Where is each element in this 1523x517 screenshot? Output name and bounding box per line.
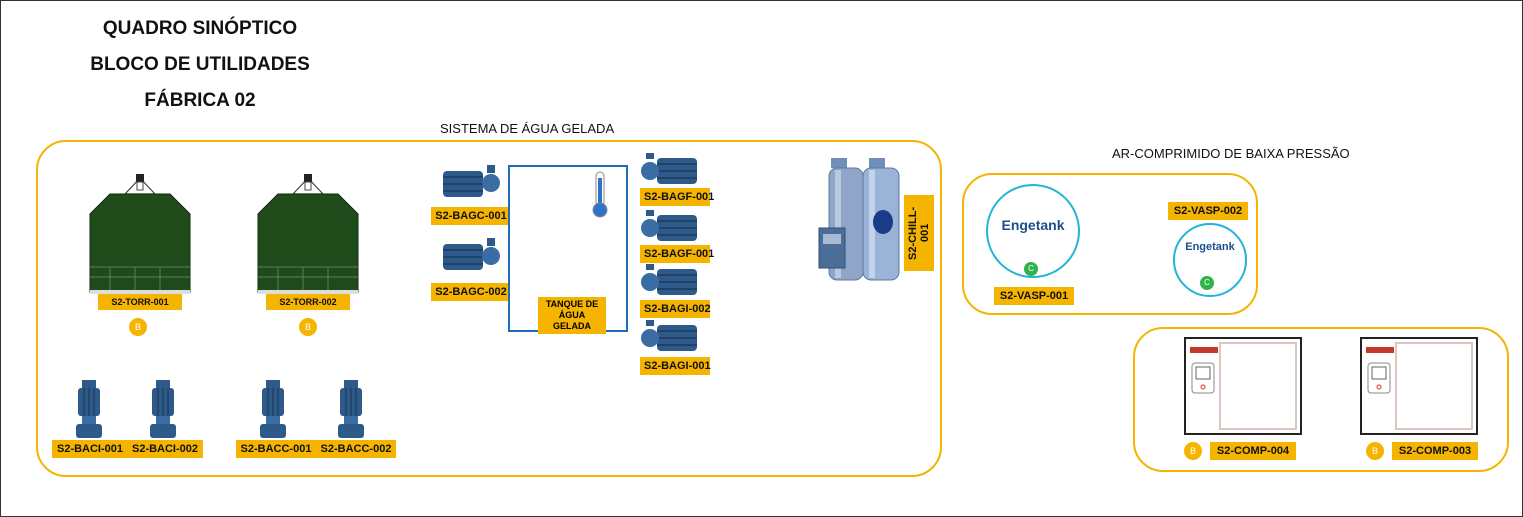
horizontal-pump-icon[interactable]: [641, 264, 699, 300]
pump-tag[interactable]: S2-BAGI-001: [640, 357, 711, 375]
pump-tag[interactable]: S2-BAGF-001: [640, 245, 714, 263]
title-line-2: BLOCO DE UTILIDADES: [90, 54, 310, 75]
air-vessels-group: [962, 173, 1258, 315]
compressor-tag[interactable]: S2-COMP-003: [1392, 442, 1478, 460]
tower-badge: B: [129, 318, 147, 336]
thermometer-icon: [592, 171, 608, 218]
air-vessel[interactable]: Engetank: [1173, 223, 1247, 297]
vessel-tag[interactable]: S2-VASP-001: [994, 287, 1074, 305]
tank-label: TANQUE DE ÁGUA GELADA: [538, 297, 606, 334]
tank-label-line-2: ÁGUA GELADA: [553, 310, 591, 331]
pump-tag[interactable]: S2-BACI-001: [52, 440, 128, 458]
pump-tag[interactable]: S2-BACI-002: [127, 440, 203, 458]
vertical-pump-icon[interactable]: [260, 380, 286, 438]
chiller-icon[interactable]: [817, 158, 903, 284]
horizontal-pump-icon[interactable]: [443, 238, 501, 276]
cooling-tower-icon[interactable]: [257, 172, 359, 302]
pump-tag[interactable]: S2-BACC-002: [316, 440, 396, 458]
pump-tag[interactable]: S2-BAGC-001: [431, 207, 511, 225]
chilled-water-group: [36, 140, 942, 477]
pump-tag[interactable]: S2-BAGI-002: [640, 300, 711, 318]
pump-tag[interactable]: S2-BAGC-002: [431, 283, 511, 301]
compressed-air-title: AR-COMPRIMIDO DE BAIXA PRESSÃO: [1112, 146, 1350, 161]
vessel-brand: Engetank: [1001, 217, 1065, 233]
compressor-tag[interactable]: S2-COMP-004: [1210, 442, 1296, 460]
tower-tag[interactable]: S2-TORR-002: [266, 294, 350, 310]
vertical-pump-icon[interactable]: [76, 380, 102, 438]
title-line-3: FÁBRICA 02: [144, 90, 256, 111]
pump-tag[interactable]: S2-BACC-001: [236, 440, 316, 458]
pump-tag[interactable]: S2-BAGF-001: [640, 188, 714, 206]
vessel-tag[interactable]: S2-VASP-002: [1168, 202, 1248, 220]
air-vessel[interactable]: Engetank: [986, 184, 1080, 278]
vertical-pump-icon[interactable]: [338, 380, 364, 438]
air-compressor-icon[interactable]: [1360, 337, 1478, 435]
title-line-1: QUADRO SINÓPTICO: [102, 18, 298, 39]
vessel-brand: Engetank: [1185, 241, 1235, 253]
horizontal-pump-icon[interactable]: [641, 210, 699, 246]
vessel-badge: C: [1024, 262, 1038, 276]
tower-tag[interactable]: S2-TORR-001: [98, 294, 182, 310]
horizontal-pump-icon[interactable]: [443, 165, 501, 203]
air-compressor-icon[interactable]: [1184, 337, 1302, 435]
compressor-badge: B: [1184, 442, 1202, 460]
compressors-group: [1133, 327, 1509, 472]
horizontal-pump-icon[interactable]: [641, 320, 699, 356]
compressor-badge: B: [1366, 442, 1384, 460]
vertical-pump-icon[interactable]: [150, 380, 176, 438]
chiller-tag[interactable]: S2-CHILL-001: [904, 195, 934, 271]
tower-badge: B: [299, 318, 317, 336]
chilled-water-title: SISTEMA DE ÁGUA GELADA: [440, 121, 615, 136]
tank-label-line-1: TANQUE DE: [545, 299, 599, 309]
vessel-badge: C: [1200, 276, 1214, 290]
horizontal-pump-icon[interactable]: [641, 153, 699, 189]
cooling-tower-icon[interactable]: [89, 172, 191, 302]
